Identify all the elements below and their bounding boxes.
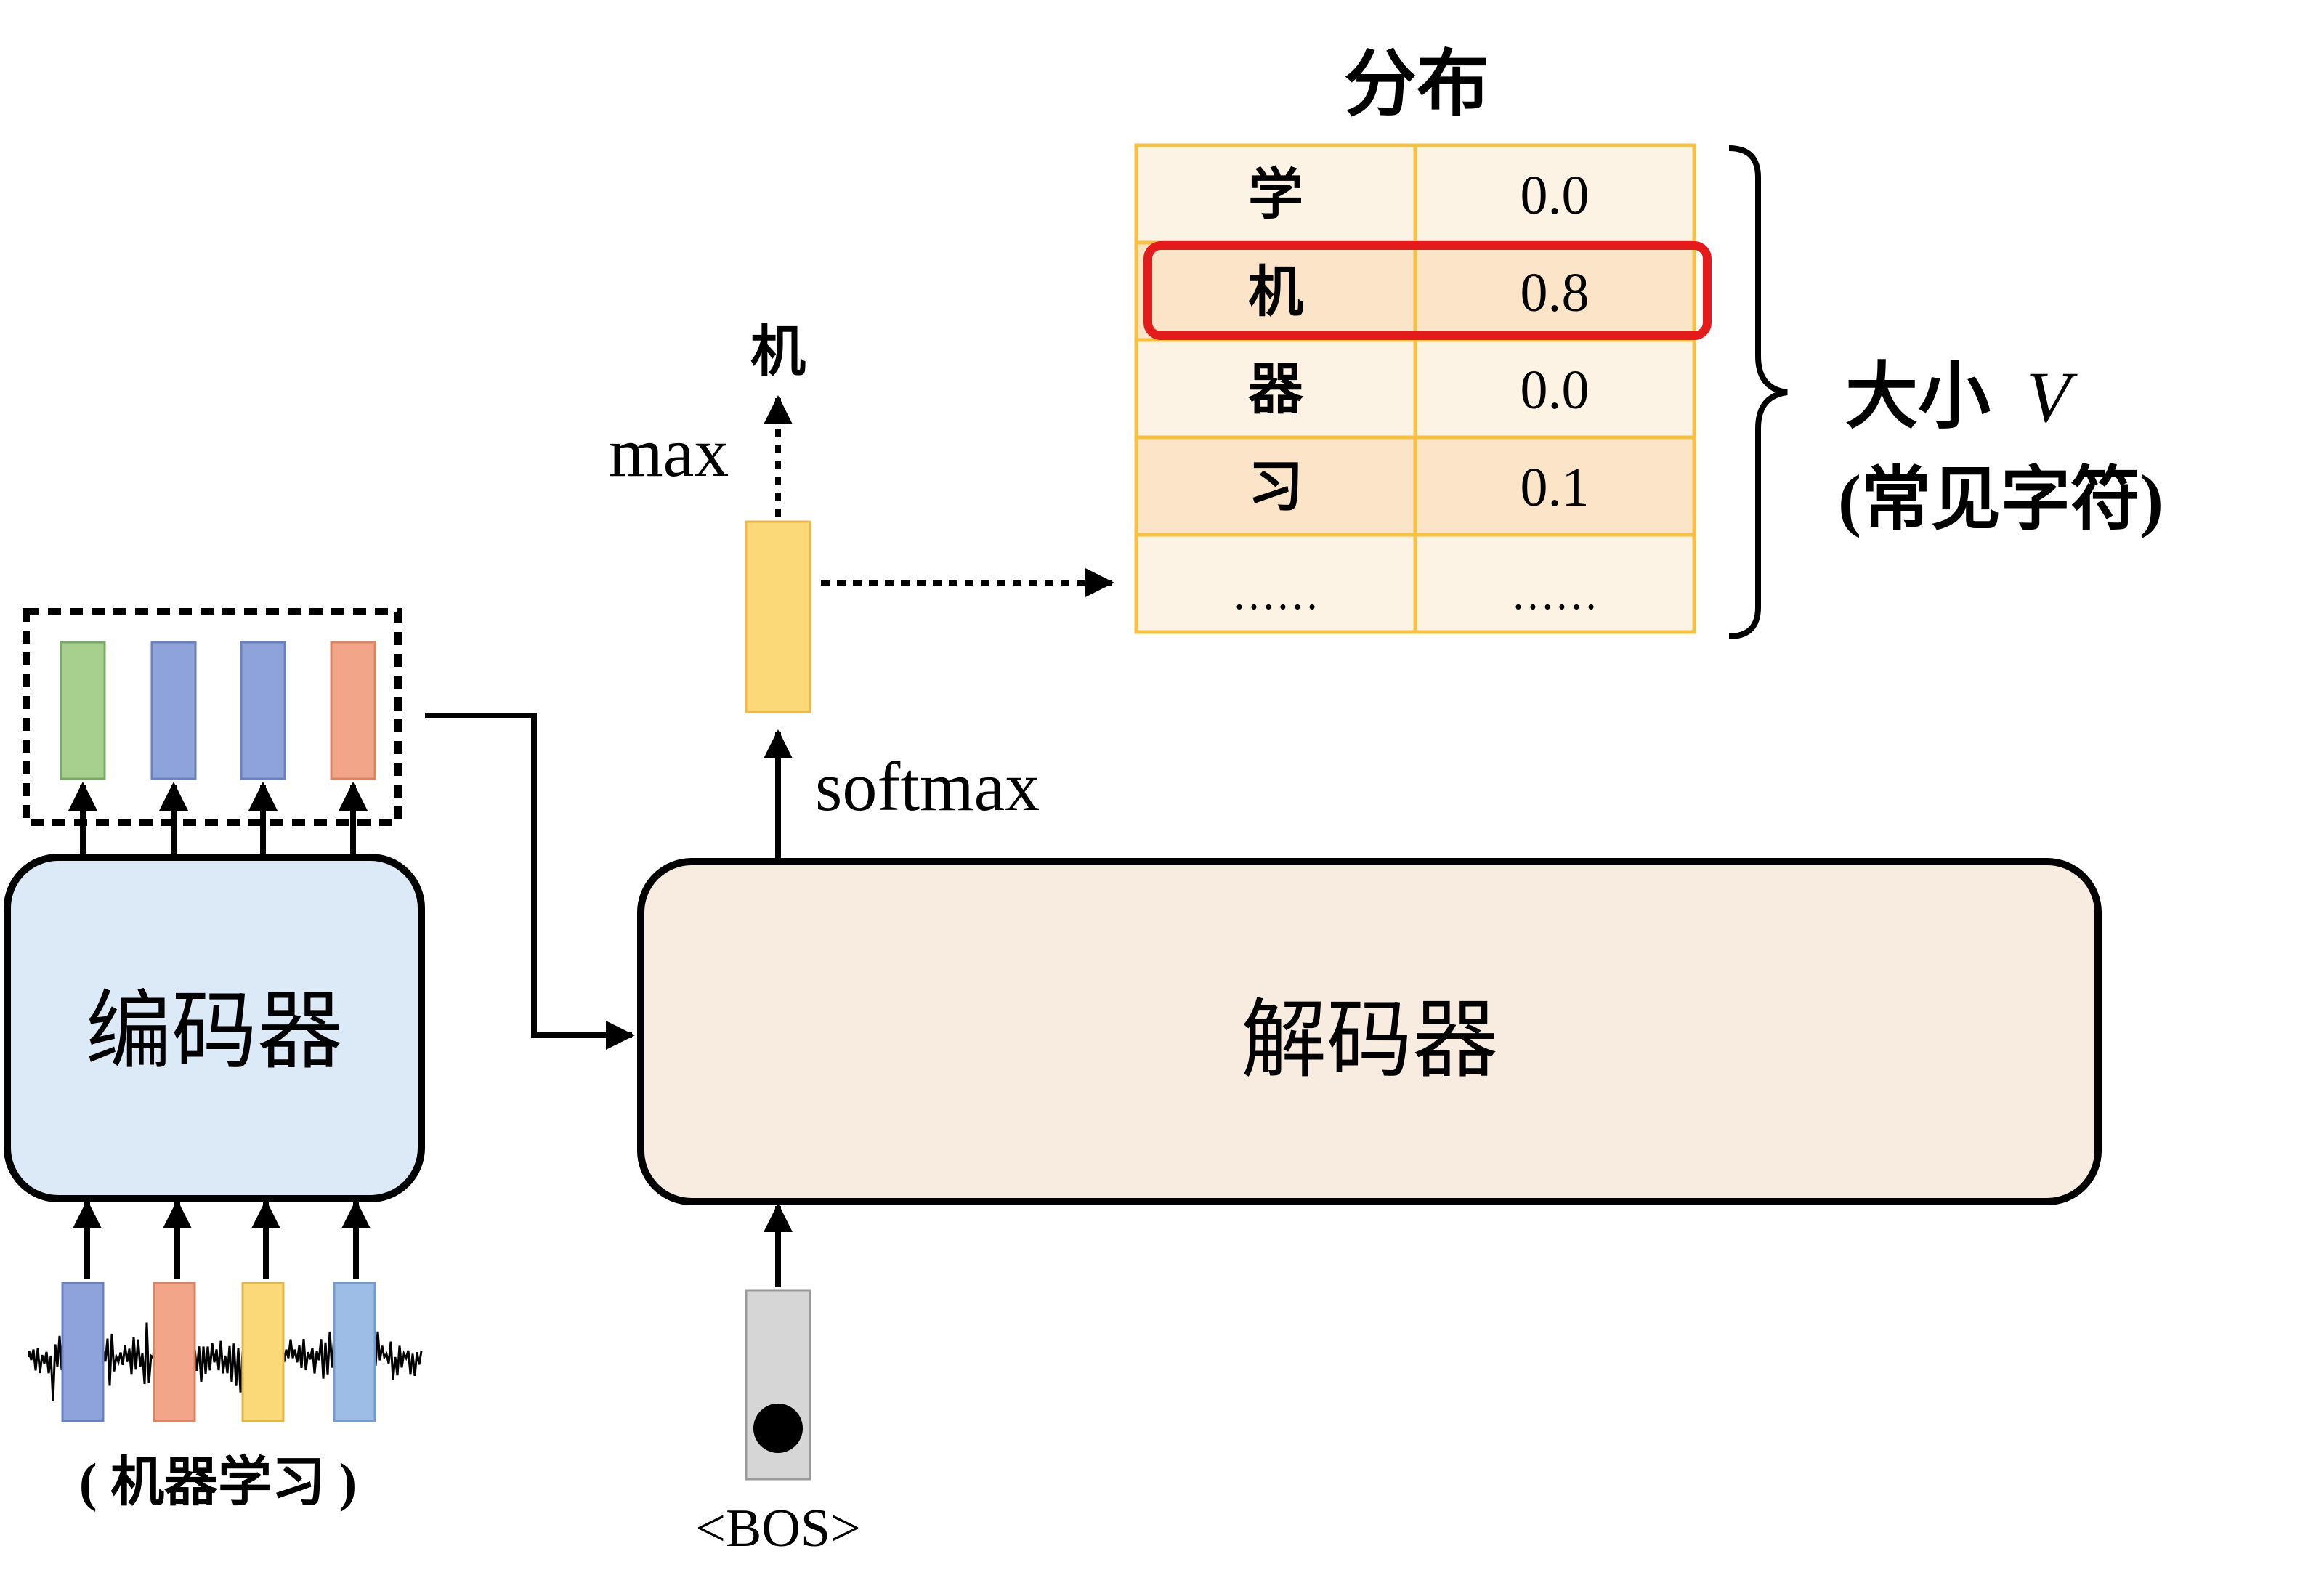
table-char: …… [1232,570,1319,618]
bos-dot-icon [753,1404,803,1453]
table-prob: …… [1511,570,1598,618]
size-label-text: 大小 [1845,357,1991,437]
table-char: 习 [1248,457,1303,518]
encoder-output-vector [150,641,197,780]
decoder-box [637,858,2102,1205]
encoder-input-vector [333,1282,376,1422]
highlight-box [1143,241,1712,340]
encoder-to-decoder-arrow [425,713,635,1050]
decoder: 解码器 [637,858,2102,1205]
encoder-output-vectors [60,641,376,780]
table-cell [1413,533,1696,634]
table-row: …… …… [1134,533,1696,634]
table-cell [1413,338,1696,440]
encoder-box [4,854,425,1202]
size-symbol: V [2026,357,2078,437]
size-label: 大小 V [1845,357,2078,437]
encoder-input-vector [61,1282,105,1422]
table-row: 机 0.8 [1134,240,1696,342]
distribution-table: 学 0.0 机 0.8 器 0.0 习 0.1 …… …… [1134,143,1712,634]
encoder-output-vector [330,641,376,780]
table-row: 器 0.0 [1134,338,1696,440]
table-cell [1134,338,1417,440]
bos-label: <BOS> [695,1499,860,1558]
encoder-input-vectors [61,1282,376,1422]
encoder-input-vector [241,1282,285,1422]
encoder-label: 编码器 [86,984,343,1080]
encoder-output-vector [240,641,286,780]
encoder-output-group [23,608,402,826]
decoder-output-vector [745,520,811,713]
max-label: max [609,413,729,491]
encoder-input-vector [153,1282,196,1422]
table-cell [1413,435,1696,537]
size-note: (常见字符) [1838,461,2163,538]
table-row: 学 0.0 [1134,143,1696,245]
table-prob: 0.1 [1521,457,1590,518]
size-brace [1728,145,1788,639]
encoder-input-arrows [73,1199,371,1279]
decoder-output-token: 机 [750,322,806,383]
table-char: 机 [1248,262,1303,323]
encoder: 编码器 [4,854,425,1202]
encoder-input-caption: ( 机器学习 ) [79,1453,357,1513]
table-prob: 0.0 [1521,360,1590,421]
table-prob: 0.0 [1521,165,1590,226]
table-char: 器 [1248,360,1304,421]
softmax-label: softmax [815,748,1040,825]
table-row: 习 0.1 [1134,435,1696,537]
table-char: 学 [1248,165,1303,226]
encoder-output-arrows [68,782,368,861]
encoder-output-vector [60,641,106,780]
table-cell [1413,143,1696,245]
decoder-label: 解码器 [1241,993,1498,1088]
distribution-title: 分布 [1344,44,1489,125]
table-cell [1413,240,1696,342]
table-prob: 0.8 [1521,262,1590,323]
